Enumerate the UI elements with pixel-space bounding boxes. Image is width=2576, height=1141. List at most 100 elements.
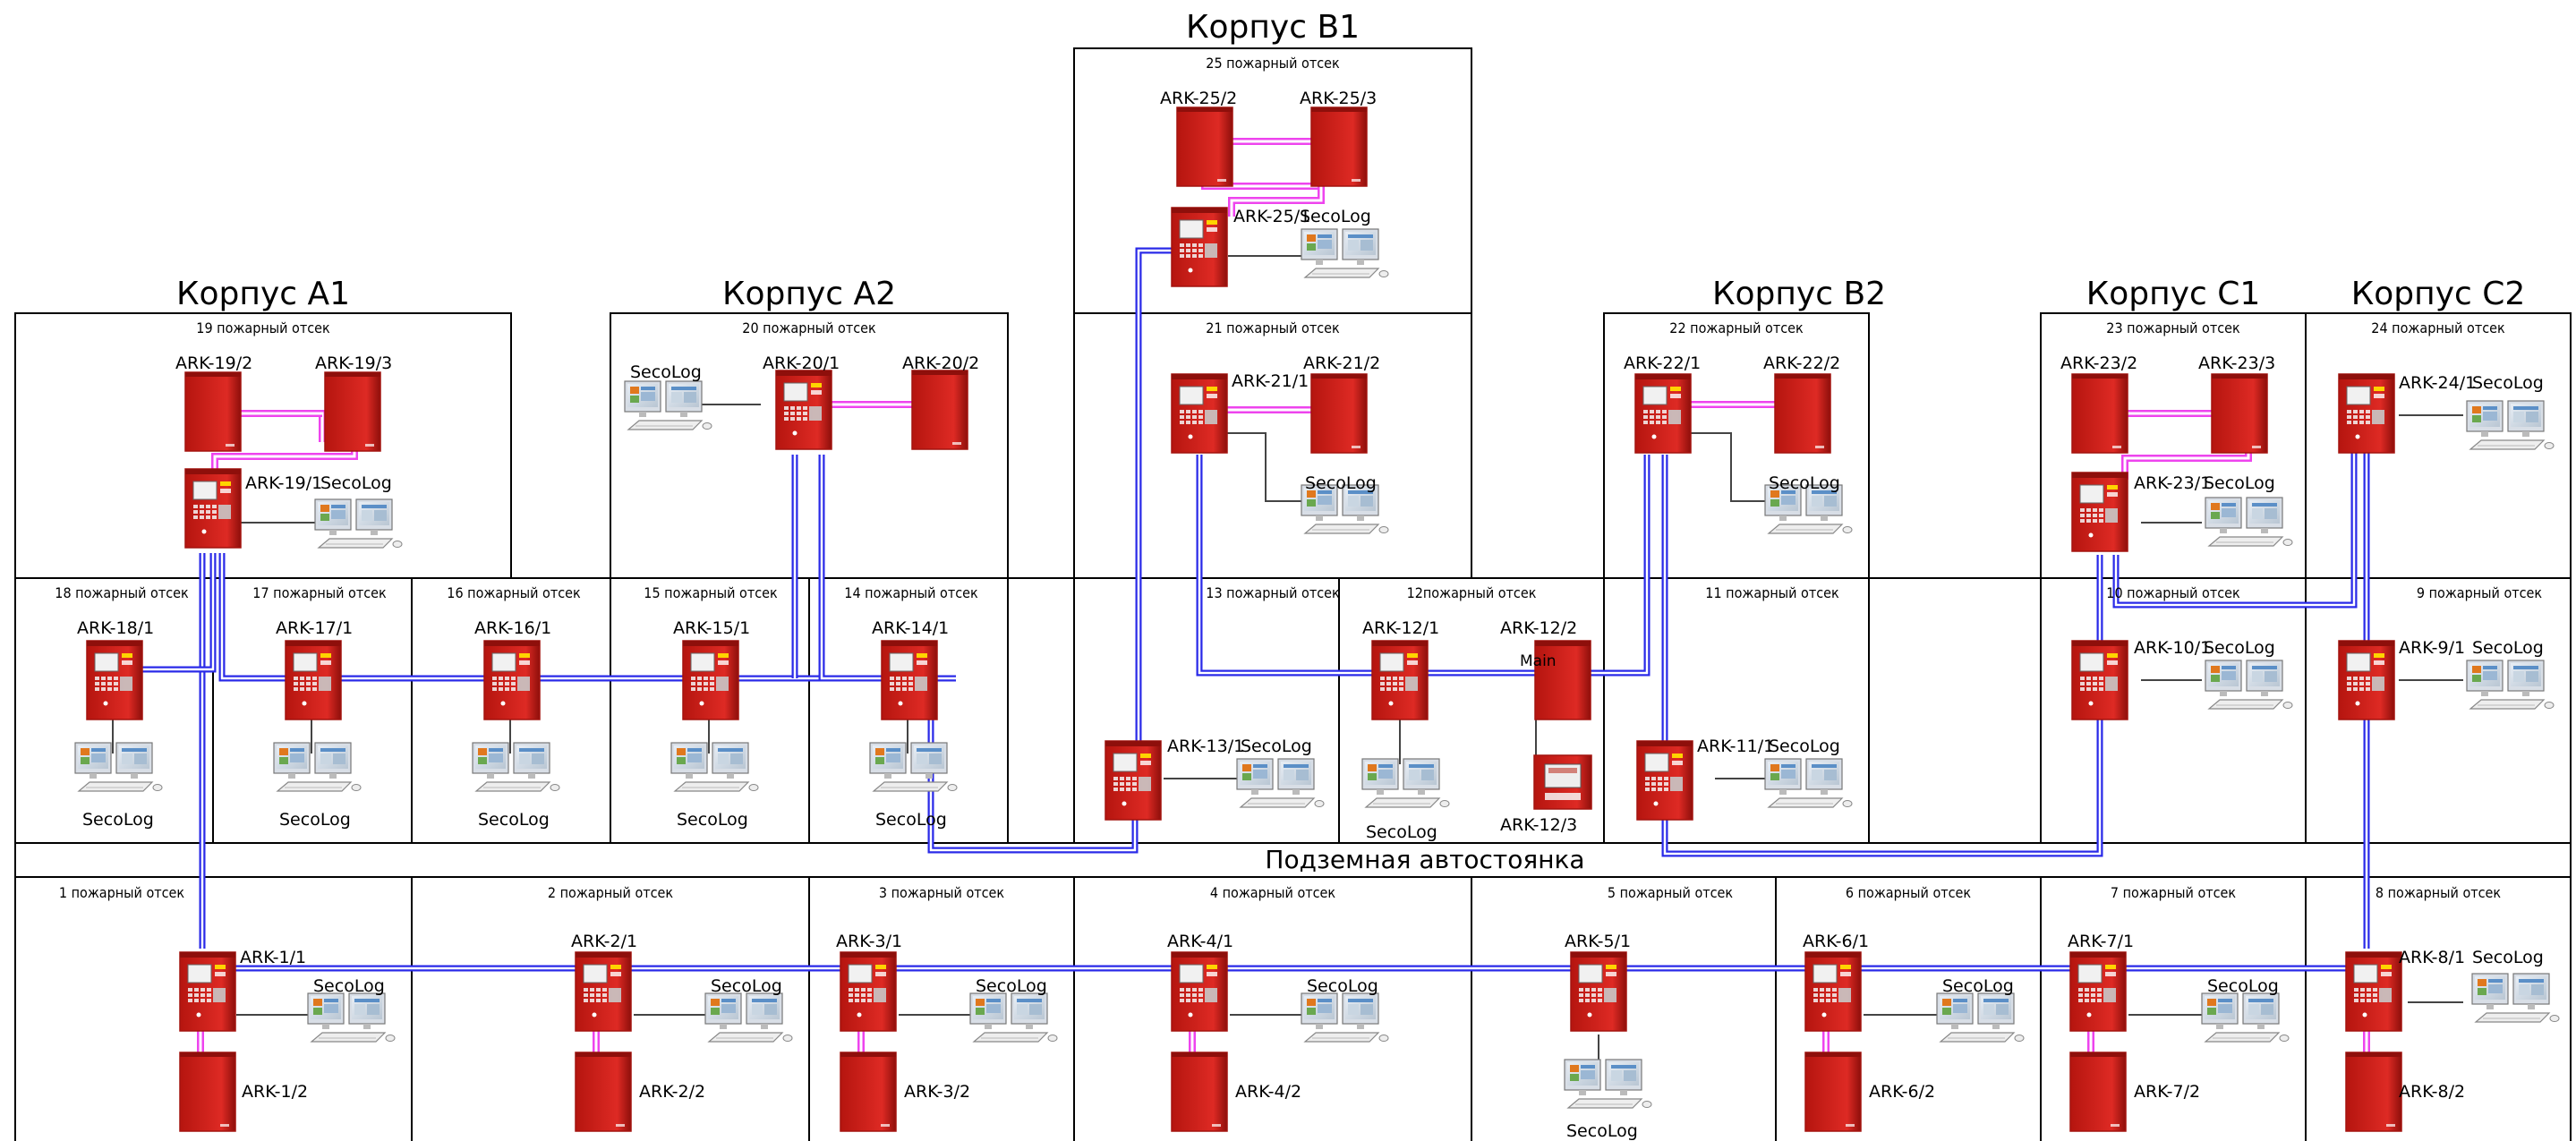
- fire-panel-extension: [324, 371, 381, 452]
- secolog-label: SecoLog: [1307, 976, 1378, 996]
- zone-label-7: 7 пожарный отсек: [2111, 884, 2237, 901]
- bus-cable: [1135, 247, 1178, 754]
- secolog-label: SecoLog: [1566, 1121, 1638, 1141]
- workstation-icon: [1936, 992, 2025, 1043]
- fire-panel-controller: [575, 951, 632, 1032]
- fire-panel-controller: [1171, 951, 1228, 1032]
- fire-panel-controller: [2345, 951, 2402, 1032]
- fire-panel-extension: [2071, 373, 2128, 454]
- device-label: ARK-2/2: [639, 1082, 705, 1102]
- fire-panel-controller: [2338, 640, 2395, 720]
- device-label: ARK-23/2: [2060, 353, 2137, 373]
- fire-panel-controller: [1570, 951, 1627, 1032]
- secolog-label: SecoLog: [2204, 638, 2275, 658]
- device-label: ARK-6/1: [1803, 932, 1869, 951]
- secolog-label: SecoLog: [82, 810, 154, 830]
- zone-label-22: 22 пожарный отсек: [1669, 319, 1804, 336]
- workstation-icon: [2466, 400, 2555, 450]
- workstation-icon: [624, 380, 712, 430]
- fire-panel-extension: [575, 1052, 632, 1132]
- workstation-icon: [1764, 758, 1853, 808]
- fire-panel-controller: [179, 951, 236, 1032]
- fire-panel-controller: [1105, 740, 1162, 821]
- workstation-icon: [1301, 992, 1389, 1043]
- zone-label-9: 9 пожарный отсек: [2417, 584, 2543, 601]
- zone-label-6: 6 пожарный отсек: [1846, 884, 1972, 901]
- fire-panel-extension: [184, 371, 242, 452]
- fire-panel-extension: [2211, 373, 2268, 454]
- device-label: ARK-12/3: [1500, 815, 1577, 835]
- device-label: ARK-23/1: [2134, 473, 2211, 493]
- workstation-icon: [2466, 660, 2555, 710]
- pc-cable: [1688, 432, 1765, 502]
- corpus-titles: Корпус А1 Корпус А2 Корпус В1 Корпус В2 …: [176, 9, 2525, 312]
- zone-label-1: 1 пожарный отсек: [59, 884, 185, 901]
- corpus-title-a1: Корпус А1: [176, 276, 350, 312]
- bus-cable: [818, 455, 1139, 854]
- bus-cable-inner: [2114, 447, 2356, 607]
- main-label: Main: [1520, 652, 1557, 670]
- zone-labels: 19 пожарный отсек 20 пожарный отсек 25 п…: [55, 55, 2542, 901]
- zone-label-18: 18 пожарный отсек: [55, 584, 189, 601]
- workstation-icon: [704, 992, 793, 1043]
- workstation-icon: [1301, 484, 1389, 534]
- bus-cable-inner: [1198, 455, 1649, 675]
- zone-label-2: 2 пожарный отсек: [548, 884, 674, 901]
- device-label: ARK-8/2: [2399, 1082, 2465, 1102]
- secolog-label: SecoLog: [711, 976, 782, 996]
- secolog-label: SecoLog: [2472, 948, 2544, 967]
- device-label: ARK-25/1: [1233, 207, 1310, 226]
- zone-label-3: 3 пожарный отсек: [879, 884, 1005, 901]
- display-unit: [1533, 754, 1592, 810]
- workstation-icon: [1236, 758, 1325, 808]
- zone-label-4: 4 пожарный отсек: [1210, 884, 1336, 901]
- secolog-label: SecoLog: [1942, 976, 2014, 996]
- workstation-icon: [472, 742, 560, 792]
- fire-panel-extension: [1310, 373, 1368, 454]
- fire-panel-controller: [285, 640, 342, 720]
- fire-panel-controller: [1171, 373, 1228, 454]
- secolog-label: SecoLog: [279, 810, 351, 830]
- workstation-icon: [2471, 973, 2560, 1023]
- workstation-icon: [869, 742, 958, 792]
- corpus-title-c2: Корпус С2: [2351, 276, 2526, 312]
- device-label: ARK-22/1: [1624, 353, 1701, 373]
- workstation-icon: [1564, 1059, 1652, 1109]
- fire-panel-extension: [1804, 1052, 1862, 1132]
- fire-panel-extension: [1310, 106, 1368, 187]
- device-label: ARK-21/2: [1303, 353, 1380, 373]
- fire-panel-extension: [911, 370, 968, 450]
- zone-label-19: 19 пожарный отсек: [196, 319, 330, 336]
- workstation-icon: [74, 742, 163, 792]
- link-cable-inner: [1230, 141, 1323, 217]
- workstation-icon: [1361, 758, 1450, 808]
- secolog-label: SecoLog: [2204, 473, 2275, 493]
- workstation-icon: [273, 742, 362, 792]
- device-label: ARK-7/1: [2068, 932, 2134, 951]
- zone-label-8: 8 пожарный отсек: [2376, 884, 2502, 901]
- zone-label-15: 15 пожарный отсек: [644, 584, 778, 601]
- link-cable: [1228, 141, 1325, 217]
- fire-panel-controller: [1634, 373, 1692, 454]
- fire-panel-extension: [2345, 1052, 2402, 1132]
- workstation-icon: [2201, 992, 2290, 1043]
- parking-label: Подземная автостоянка: [1265, 845, 1584, 874]
- workstation-icon: [2205, 660, 2293, 710]
- zone-label-16: 16 пожарный отсек: [447, 584, 581, 601]
- bus-cable: [1661, 707, 2103, 857]
- device-label: ARK-11/1: [1697, 737, 1774, 756]
- fire-panel-controller: [682, 640, 739, 720]
- secolog-label: SecoLog: [320, 473, 392, 493]
- device-label: ARK-23/3: [2198, 353, 2275, 373]
- secolog-label: SecoLog: [1769, 473, 1840, 493]
- device-label: ARK-3/2: [904, 1082, 970, 1102]
- device-label: ARK-4/1: [1167, 932, 1233, 951]
- bus-cable-inner: [115, 553, 215, 671]
- device-label: ARK-25/2: [1160, 89, 1237, 108]
- secolog-label: SecoLog: [875, 810, 947, 830]
- fire-panel-extension: [1774, 373, 1831, 454]
- zone-label-21: 21 пожарный отсек: [1206, 319, 1340, 336]
- zone-label-11: 11 пожарный отсек: [1705, 584, 1839, 601]
- secolog-label: SecoLog: [1300, 207, 1371, 226]
